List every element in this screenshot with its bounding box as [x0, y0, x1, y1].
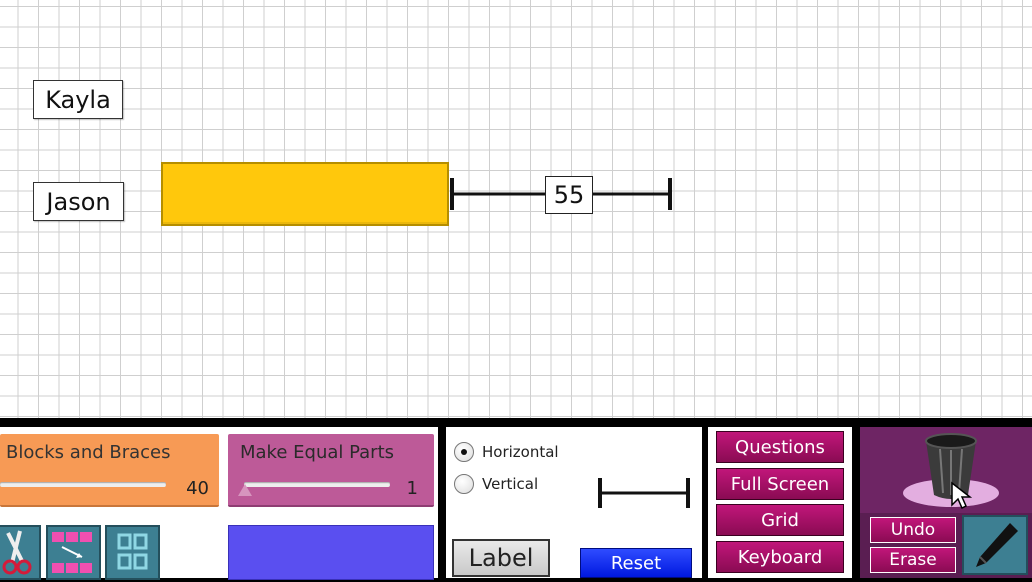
blocks-slider-track[interactable] — [0, 482, 166, 487]
yellow-block[interactable] — [161, 162, 449, 226]
horizontal-label: Horizontal — [482, 443, 559, 461]
questions-button[interactable]: Questions — [716, 431, 844, 463]
trash-can-icon — [903, 433, 999, 507]
pencil-button[interactable] — [962, 515, 1028, 575]
grid-button[interactable]: Grid — [716, 504, 844, 536]
group-blocks-button[interactable] — [105, 525, 160, 580]
split-blocks-button[interactable] — [46, 525, 101, 580]
label-button[interactable]: Label — [452, 539, 550, 577]
horizontal-radio[interactable] — [454, 442, 474, 462]
trash-panel: Undo Erase — [860, 427, 1032, 578]
parts-slider-thumb[interactable] — [238, 484, 252, 496]
blocks-panel: Blocks and Braces 40 Make Equal Parts 1 — [0, 427, 438, 580]
name-label-jason[interactable]: Jason — [33, 182, 124, 221]
parts-slider-value: 1 — [406, 478, 418, 499]
workspace-grid[interactable]: Kayla Jason 55 — [0, 0, 1032, 418]
make-equal-parts-card[interactable]: Make Equal Parts 1 — [228, 434, 434, 507]
scissors-icon — [2, 530, 32, 575]
full-screen-button[interactable]: Full Screen — [716, 468, 844, 500]
brace-tool-icon[interactable] — [596, 473, 692, 513]
parts-slider-track[interactable] — [244, 482, 390, 487]
pencil-icon — [976, 523, 1018, 567]
keyboard-button[interactable]: Keyboard — [716, 541, 844, 573]
name-label-kayla[interactable]: Kayla — [33, 80, 123, 119]
block-color-swatch[interactable] — [228, 525, 434, 580]
scissors-button[interactable] — [0, 525, 41, 580]
split-blocks-icon — [52, 532, 92, 573]
vertical-label: Vertical — [482, 475, 539, 493]
make-equal-parts-title: Make Equal Parts — [240, 442, 395, 463]
brace-value-label[interactable]: 55 — [545, 176, 593, 214]
reset-button[interactable]: Reset — [580, 548, 692, 578]
vertical-option[interactable]: Vertical — [454, 474, 538, 494]
bottom-toolbar: Blocks and Braces 40 Make Equal Parts 1 — [0, 418, 1032, 582]
blocks-and-braces-card[interactable]: Blocks and Braces 40 — [0, 434, 219, 507]
undo-button[interactable]: Undo — [870, 517, 956, 543]
erase-button[interactable]: Erase — [870, 547, 956, 573]
trash-drop-area[interactable] — [860, 427, 1032, 513]
menu-panel: Questions Full Screen Grid Keyboard — [708, 427, 852, 578]
orientation-panel: Horizontal Vertical Label Reset — [446, 427, 702, 578]
horizontal-option[interactable]: Horizontal — [454, 442, 559, 462]
vertical-radio[interactable] — [454, 474, 474, 494]
group-blocks-icon — [117, 533, 148, 570]
blocks-and-braces-title: Blocks and Braces — [6, 442, 171, 463]
cursor-icon — [951, 481, 972, 510]
blocks-slider-value: 40 — [186, 478, 209, 499]
